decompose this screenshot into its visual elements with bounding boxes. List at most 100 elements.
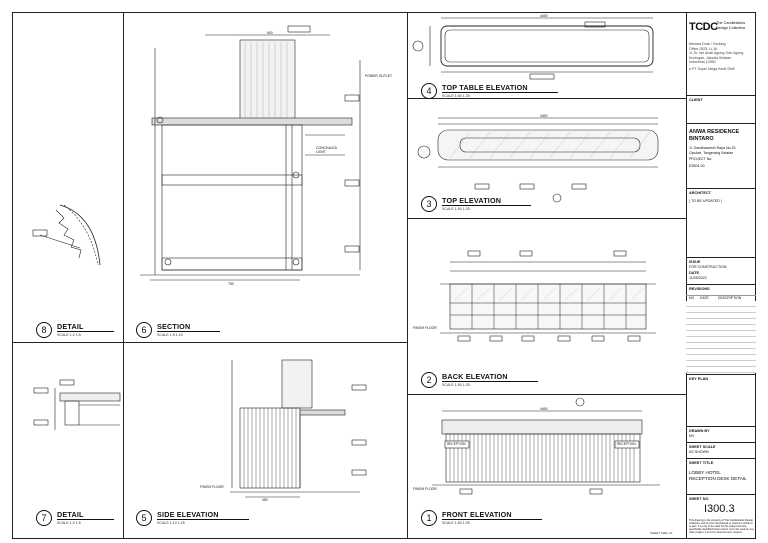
divider	[407, 98, 686, 99]
view-name: TOP TABLE ELEVATION	[442, 83, 558, 93]
view-number: 7	[36, 510, 52, 526]
dimension-label: 600	[267, 31, 273, 35]
rev-col-no: NO	[689, 296, 695, 300]
address-line: Office 2825, Lt.16	[689, 46, 718, 51]
sheet-no-label: SHEET NO	[689, 497, 709, 501]
view-scale: SCALE 1:50 1:25	[442, 383, 470, 387]
divider	[407, 394, 686, 395]
company-logo: TCDC	[689, 21, 718, 33]
view-scale: SCALE 1:2 1:5	[57, 521, 81, 525]
view-name: DETAIL	[57, 322, 114, 332]
divider	[686, 12, 687, 539]
view-scale: SCALE 1:10 1:25	[157, 521, 185, 525]
project-name-line: ANWA RESIDENCE	[689, 129, 740, 135]
address-line: a PT Super Mega Kanti SMK	[689, 66, 736, 71]
project-name: ANWA RESIDENCE BINTARO	[689, 129, 739, 142]
view-scale: SCALE 1:50 1:25	[442, 207, 470, 211]
concealed-light-note: CONCEALED LIGHT	[316, 146, 338, 154]
dimension-label: 4400	[540, 407, 548, 411]
view-number: 1	[421, 510, 437, 526]
client-section: CLIENT	[686, 95, 756, 124]
dimension-label: 750	[228, 282, 234, 286]
view-name: SIDE ELEVATION	[157, 510, 249, 520]
view-number: 3	[421, 196, 437, 212]
sheet-border	[12, 12, 756, 539]
view-name: SECTION	[157, 322, 221, 332]
sheet-title-line: RECEPTION DESK DETAIL	[689, 475, 747, 481]
sheet-title-label: SHEET TITLE	[689, 461, 714, 465]
company-name: The Candlesticks Design Collective	[716, 21, 745, 30]
project-number-label: PROJECT No.	[689, 157, 713, 161]
dimension-label: 4400	[540, 114, 548, 118]
scale-section: SHEET SCALE AS SHOWN	[686, 442, 756, 459]
date-label: DATE	[689, 271, 700, 275]
company-name-line: The Candlesticks	[716, 21, 746, 25]
project-section: ANWA RESIDENCE BINTARO Jl. Gandhawesih R…	[686, 123, 756, 189]
view-number: 5	[136, 510, 152, 526]
divider	[123, 12, 124, 539]
address-line: Kuningan, Jakarta Selatan	[689, 55, 732, 60]
reception-sign: RECEPTION	[447, 442, 466, 446]
project-address: Jl. Gandhawesih Raya No.25 Cipulaé, Tang…	[689, 146, 736, 155]
rev-col-date: DATE	[700, 296, 709, 300]
view-name: TOP ELEVATION	[442, 196, 532, 206]
power-outlet-note: POWER OUTLET	[365, 74, 393, 78]
view-name: FRONT ELEVATION	[442, 510, 542, 520]
view-scale: SCALE 1:5 1:10	[157, 333, 183, 337]
address-line: Indonesia 12950	[689, 60, 716, 65]
view-number: 2	[421, 372, 437, 388]
architect-label: ARCHITECT	[689, 191, 711, 195]
drawn-by-value: MV	[689, 434, 695, 438]
company-address: Menara Duta / Gedung Office 2825, Lt.16 …	[689, 42, 743, 72]
drawn-section: DRAWN BY MV	[686, 426, 756, 443]
divider	[12, 342, 407, 343]
project-name-line: BINTARO	[689, 135, 714, 142]
dimension-label: 450	[262, 498, 268, 502]
finish-floor-note: FINISH FLOOR	[413, 487, 437, 491]
dimension-label: 4400	[540, 14, 548, 18]
view-number: 6	[136, 322, 152, 338]
project-number: E3504-00	[689, 164, 705, 168]
sheetno-section: SHEET NO I300.3 This drawing is the prop…	[686, 494, 756, 540]
sheet-title: LOBBY HOTEL RECEPTION DESK DETAIL	[689, 470, 747, 481]
view-name: DETAIL	[57, 510, 114, 520]
view-scale: SCALE 1:50 1:25	[442, 521, 470, 525]
view-scale: SCALE 1:50 1:25	[442, 94, 470, 98]
view-number: 8	[36, 322, 52, 338]
finish-floor-note: FINISH FLOOR	[200, 485, 224, 489]
architect-section: ARCHITECT ( TO BE UPDATED )	[686, 188, 756, 253]
view-number: 4	[421, 83, 437, 99]
revisions-label: REVISIONS	[689, 287, 710, 291]
revisions-rows	[686, 301, 756, 373]
architect-value: ( TO BE UPDATED )	[689, 199, 722, 203]
company-name-line: Design Collective	[716, 25, 746, 30]
rev-col-description: DESCRIPTION	[718, 296, 742, 300]
disclaimer: This drawing is the property of The Cand…	[689, 519, 754, 534]
sheet-size: SHEET SIZE: A1	[650, 531, 673, 535]
reception-sign: RECEPTION	[617, 442, 636, 446]
view-name: BACK ELEVATION	[442, 372, 538, 382]
client-label: CLIENT	[689, 98, 703, 102]
divider	[407, 12, 408, 539]
finish-floor-note: FINISH FLOOR	[413, 326, 437, 330]
view-scale: SCALE 1:2 1:5	[57, 333, 81, 337]
address-line: Jl. Dr. Ide Anak Agung Gde Agung	[689, 51, 744, 56]
project-address-line: Cipulaé, Tangerang Selatan	[689, 150, 734, 155]
keyplan-label: KEY PLAN	[689, 377, 709, 381]
address-line: Menara Duta / Gedung	[689, 42, 726, 46]
sheet-scale-value: AS SHOWN	[689, 450, 709, 454]
date-value: 11/05/2022	[689, 276, 707, 280]
drawn-by-label: DRAWN BY	[689, 429, 710, 433]
issue-value: FOR CONSTRUCTION	[689, 265, 727, 269]
title-block: TCDC The Candlesticks Design Collective …	[686, 12, 756, 539]
sheet-scale-label: SHEET SCALE	[689, 445, 716, 449]
title-section: SHEET TITLE LOBBY HOTEL RECEPTION DESK D…	[686, 458, 756, 495]
